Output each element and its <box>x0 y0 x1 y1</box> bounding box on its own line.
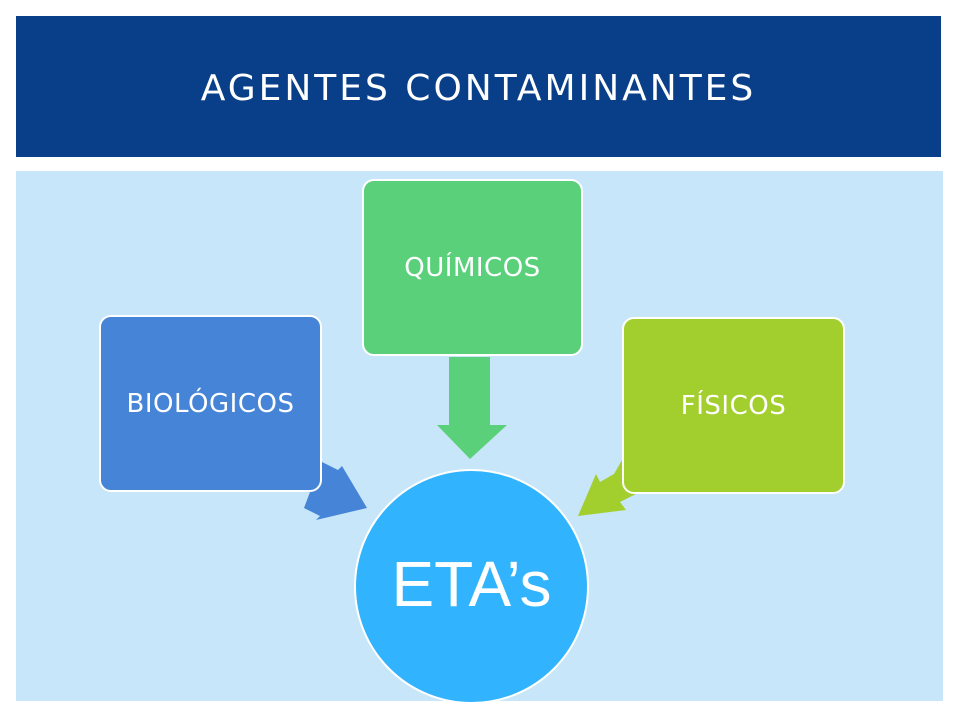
node-quimicos-label: QUÍMICOS <box>404 252 541 283</box>
arrow-fisicos <box>578 460 636 516</box>
center-node-etas: ETA’s <box>354 469 589 704</box>
node-fisicos: FÍSICOS <box>622 317 845 494</box>
title-bar: AGENTES CONTAMINANTES <box>16 16 941 157</box>
node-fisicos-label: FÍSICOS <box>680 390 787 421</box>
arrow-quimicos <box>437 357 507 459</box>
node-biologicos-label: BIOLÓGICOS <box>126 388 295 419</box>
center-node-label: ETA’s <box>391 547 552 620</box>
node-biologicos: BIOLÓGICOS <box>99 315 322 492</box>
slide-title: AGENTES CONTAMINANTES <box>200 68 757 109</box>
node-quimicos: QUÍMICOS <box>362 179 583 356</box>
